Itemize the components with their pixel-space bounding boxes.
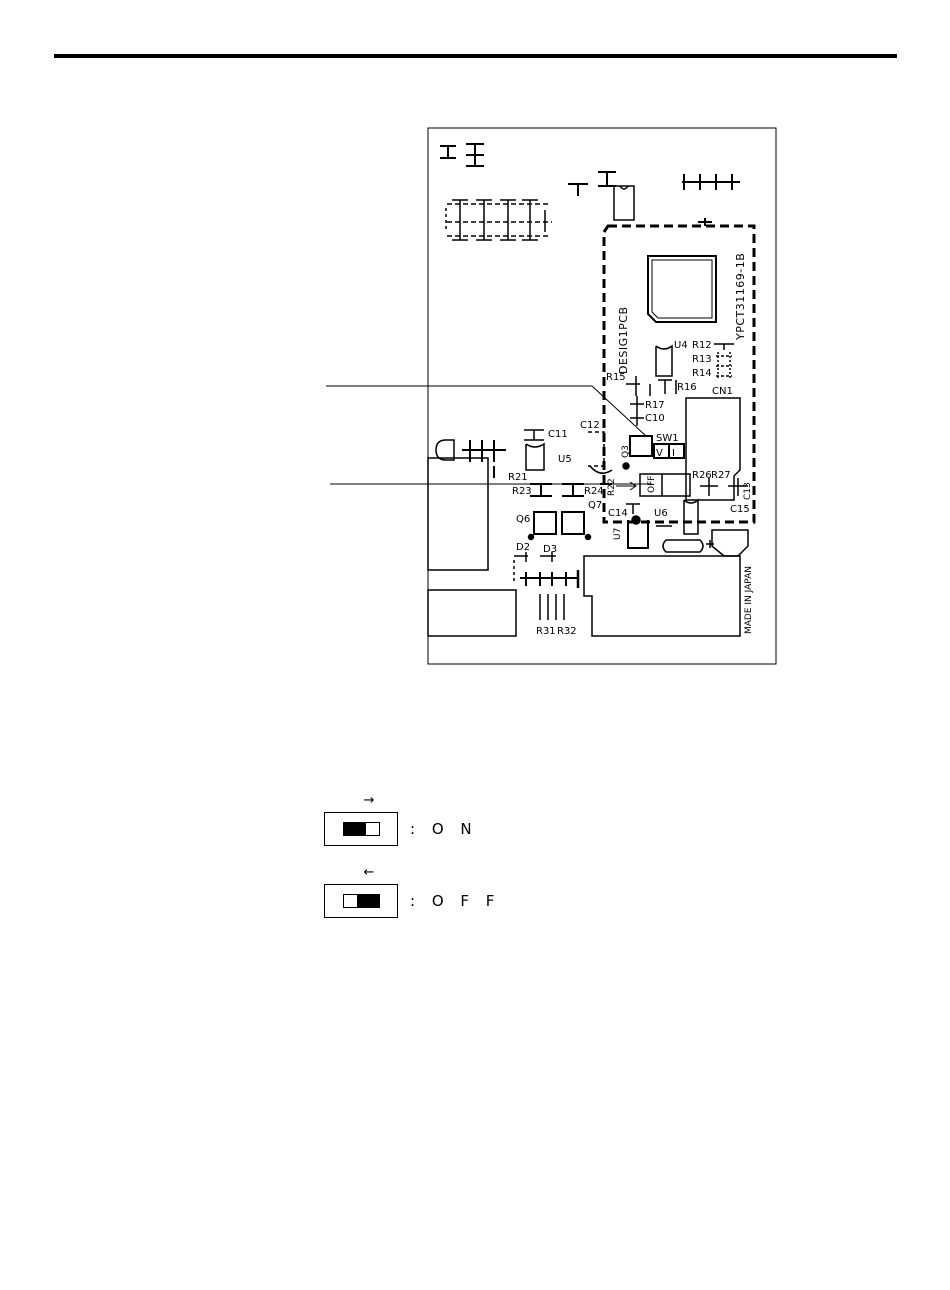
label-r23: R23 [512, 486, 532, 497]
diode-resistor-area [514, 552, 578, 620]
sw1-position-v: V [656, 448, 663, 459]
label-c13: C13 [743, 482, 753, 500]
label-r13: R13 [692, 354, 712, 365]
lower-right-area [626, 478, 748, 556]
cn1-connector [686, 398, 740, 500]
label-r14: R14 [692, 368, 712, 379]
board-made-in: MADE IN JAPAN [744, 566, 754, 634]
label-r24: R24 [584, 486, 604, 497]
right-arrow-icon: → [354, 794, 384, 808]
label-r26: R26 [692, 470, 712, 481]
label-q6: Q6 [516, 514, 530, 525]
legend-on: → : O N [324, 812, 524, 852]
main-ic [648, 256, 716, 322]
left-arrow-icon: ← [354, 866, 384, 880]
label-sw1: SW1 [656, 433, 679, 444]
label-u6: U6 [654, 508, 668, 519]
switch-off-icon [343, 894, 380, 908]
label-c11: C11 [548, 429, 568, 440]
label-c15: C15 [730, 504, 750, 515]
sw1-position-i: I [672, 448, 675, 459]
label-q3: Q3 [621, 445, 631, 458]
label-q7: Q7 [588, 500, 602, 511]
bottom-module [584, 556, 740, 636]
label-d3: D3 [543, 544, 557, 555]
label-r31: R31 [536, 626, 556, 637]
label-d2: D2 [516, 542, 530, 553]
label-r17: R17 [645, 400, 665, 411]
c12-area [588, 432, 652, 473]
legend-on-box [324, 812, 398, 846]
r17-c10-area [630, 396, 644, 426]
label-r22: R22 [607, 478, 617, 496]
legend-off-box [324, 884, 398, 918]
label-u7: U7 [613, 528, 623, 540]
pcb-diagram: YPCT31169-1B DESIG1PCB MADE IN JAPAN OFF… [0, 0, 950, 700]
legend-off-label: : O F F [410, 892, 500, 910]
label-c12: C12 [580, 420, 600, 431]
top-left-markers [440, 144, 484, 166]
c11-u5-area [524, 430, 544, 470]
left-connector [428, 440, 516, 636]
label-r15: R15 [606, 372, 626, 383]
board-pcb-name: DESIG1PCB [617, 306, 630, 374]
label-c10: C10 [645, 413, 665, 424]
board-part-number: YPCT31169-1B [734, 253, 747, 341]
label-u4: U4 [674, 340, 688, 351]
dip-switch-off-mark: OFF [647, 476, 657, 493]
label-u5: U5 [558, 454, 572, 465]
top-left-resistor-grid [446, 200, 552, 240]
label-r12: R12 [692, 340, 712, 351]
switch-on-icon [343, 822, 380, 836]
legend-off: ← : O F F [324, 884, 524, 924]
legend-on-label: : O N [410, 820, 478, 838]
top-middle-parts [568, 172, 740, 226]
q6-q7-area [529, 512, 591, 540]
label-r21: R21 [508, 472, 528, 483]
label-r16: R16 [677, 382, 697, 393]
label-c14: C14 [608, 508, 628, 519]
label-r27: R27 [711, 470, 731, 481]
label-r32: R32 [557, 626, 577, 637]
label-cn1: CN1 [712, 386, 733, 397]
